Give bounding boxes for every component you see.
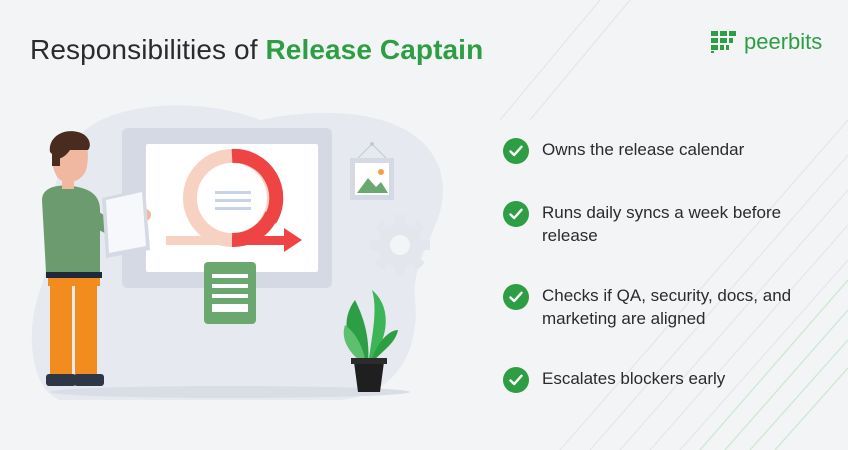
title-accent: Release Captain [265, 34, 484, 65]
title-prefix: Responsibilities of [30, 34, 266, 65]
list-item: Runs daily syncs a week before release [503, 201, 792, 247]
check-circle-icon [503, 201, 529, 227]
potted-plant-icon [343, 290, 398, 392]
gear-icon [370, 215, 430, 275]
list-item: Checks if QA, security, docs, and market… [503, 284, 792, 330]
responsibility-text: Runs daily syncs a week before release [542, 203, 782, 245]
document-icon [204, 262, 256, 324]
logo-text: peerbits [744, 29, 823, 54]
peerbits-logo: peerbits [711, 29, 822, 55]
responsibility-text: Checks if QA, security, docs, and market… [542, 286, 792, 328]
check-circle-icon [503, 367, 529, 393]
person-figure [42, 131, 151, 386]
circular-arrow-icon [166, 148, 302, 252]
page-title: Responsibilities of Release Captain [30, 34, 483, 66]
list-item: Escalates blockers early [503, 367, 792, 393]
responsibility-text: Owns the release calendar [542, 140, 745, 159]
floor-shadow [50, 386, 410, 398]
picture-frame-icon [350, 142, 394, 200]
responsibility-text: Escalates blockers early [542, 369, 726, 388]
check-circle-icon [503, 284, 529, 310]
list-item: Owns the release calendar [503, 138, 792, 164]
peerbits-logo-icon [711, 31, 736, 53]
release-captain-illustration [31, 105, 444, 400]
check-circle-icon [503, 138, 529, 164]
